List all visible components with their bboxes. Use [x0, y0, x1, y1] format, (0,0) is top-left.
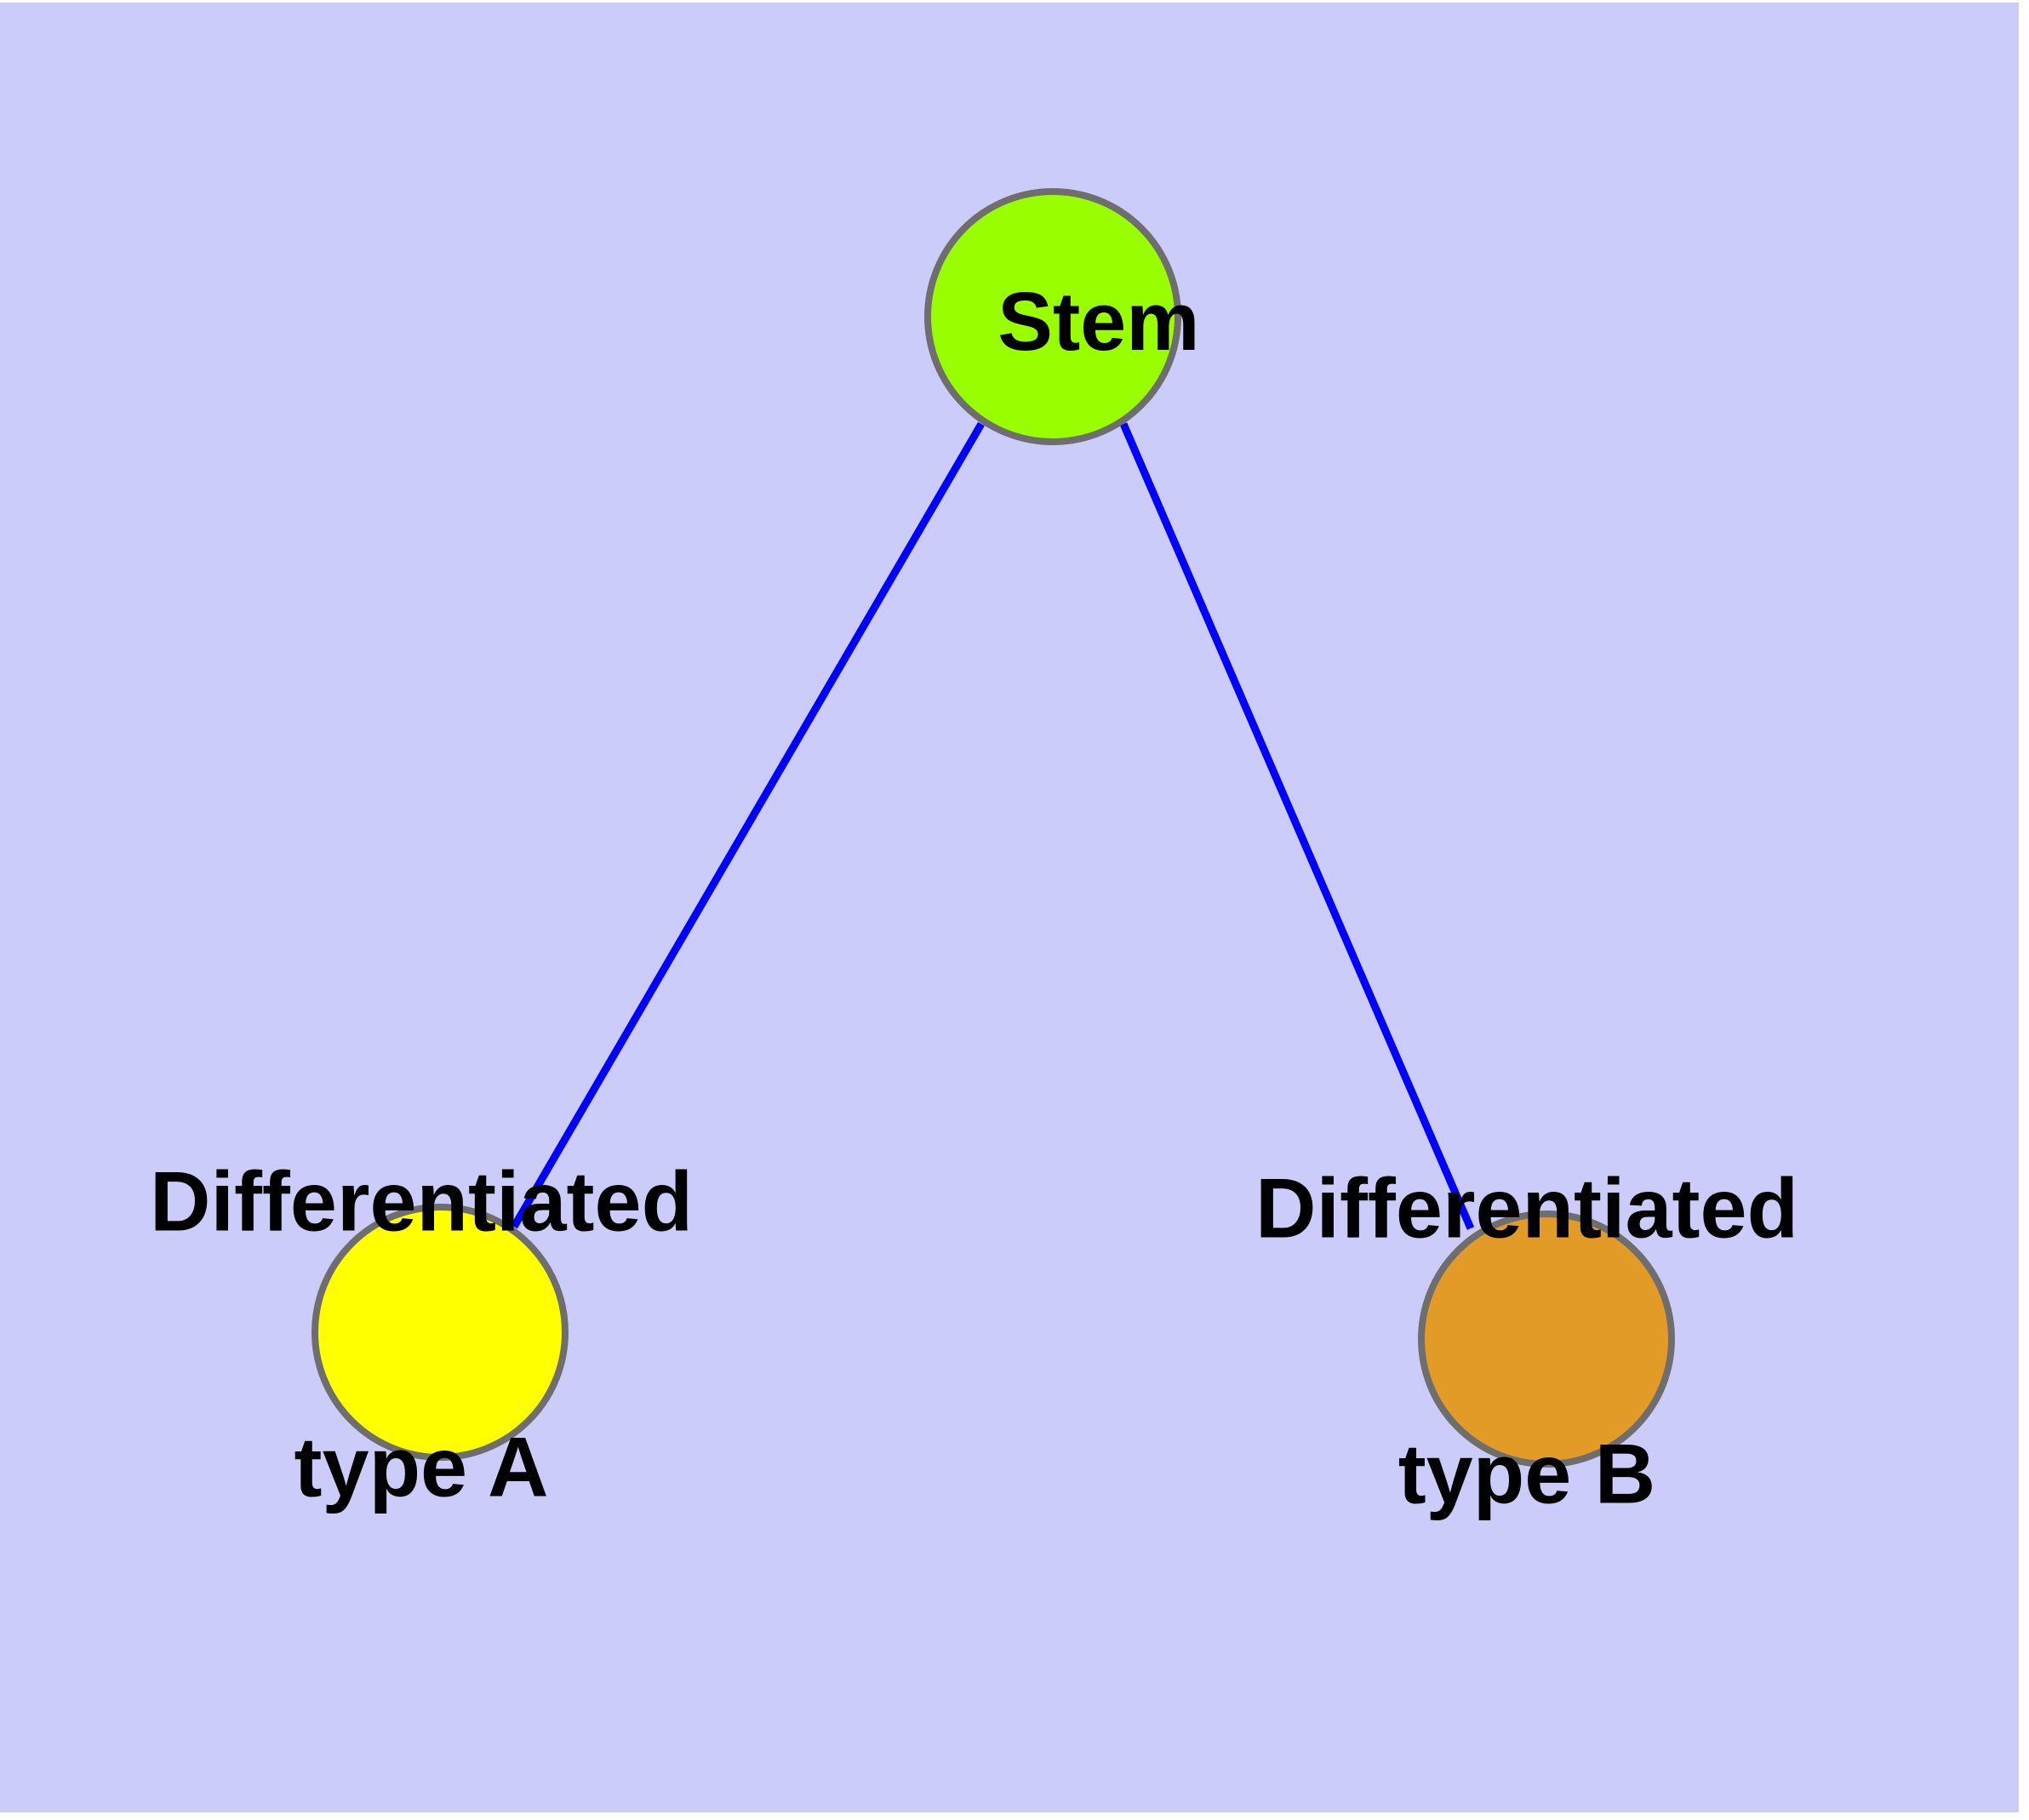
node-stem[interactable]	[924, 188, 1181, 445]
edge-stem-to-differentiated-type-b[interactable]	[1119, 422, 1475, 1230]
edge-layer	[511, 421, 1475, 1230]
edge-stem-to-differentiated-type-a[interactable]	[511, 421, 985, 1229]
node-layer	[311, 188, 1675, 1468]
node-differentiated-type-a[interactable]	[311, 1204, 569, 1461]
node-differentiated-type-b[interactable]	[1418, 1210, 1675, 1468]
